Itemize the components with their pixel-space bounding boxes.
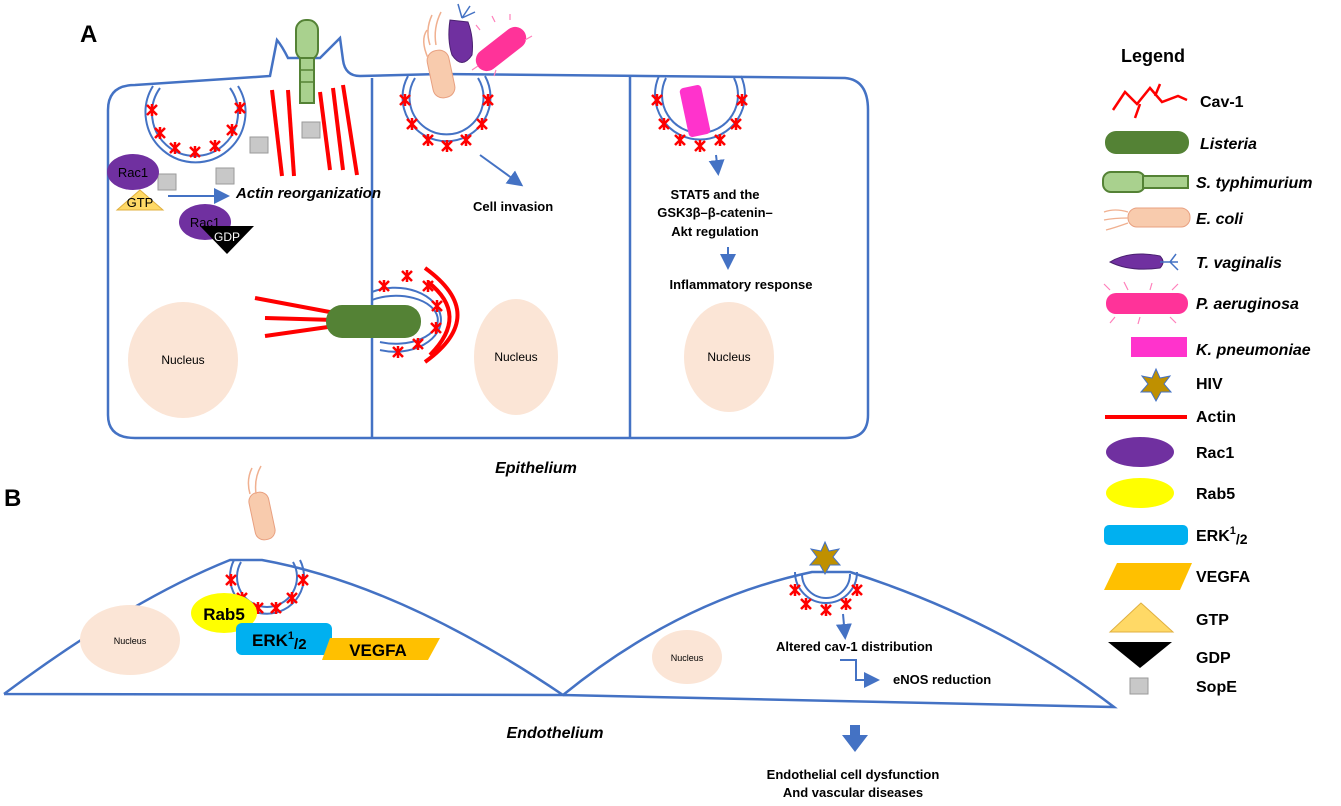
arrow-stat5 bbox=[708, 154, 725, 176]
caveola-endo1 bbox=[224, 559, 310, 616]
nucleus-a1 bbox=[128, 302, 238, 418]
legend-label-gtp: GTP bbox=[1196, 612, 1229, 629]
rab5-label: Rab5 bbox=[203, 605, 245, 624]
dysfunction-line2: And vascular diseases bbox=[783, 785, 923, 800]
endothelium bbox=[3, 558, 1118, 709]
enos-label: eNOS reduction bbox=[893, 672, 991, 687]
legend-tvaginalis-symbol bbox=[1108, 253, 1179, 271]
stat5-line3: Akt regulation bbox=[671, 224, 758, 239]
nucleus-b1-label: Nucleus bbox=[114, 636, 147, 646]
nucleus-a2-label: Nucleus bbox=[494, 350, 537, 364]
legend-label-erk: ERK1/2 bbox=[1196, 525, 1248, 547]
caveola-cell3 bbox=[650, 75, 749, 154]
legend-vegfa-symbol bbox=[1104, 563, 1192, 590]
inflammatory-label: Inflammatory response bbox=[669, 277, 812, 292]
nucleus-b2-label: Nucleus bbox=[671, 653, 704, 663]
salmonella bbox=[295, 19, 319, 104]
legend-label-ecoli: E. coli bbox=[1196, 211, 1244, 228]
dysfunction-line1: Endothelial cell dysfunction bbox=[767, 767, 940, 782]
legend-paeruginosa-symbol bbox=[1103, 281, 1188, 325]
legend-label-listeria: Listeria bbox=[1200, 136, 1257, 153]
t-vaginalis-top bbox=[448, 3, 476, 63]
epithelium bbox=[106, 35, 870, 440]
legend-sope-symbol bbox=[1129, 677, 1149, 695]
p-aeruginosa-top bbox=[471, 14, 533, 77]
vegfa-shape bbox=[322, 638, 440, 660]
erk-shape bbox=[236, 623, 332, 655]
legend-title: Legend bbox=[1121, 46, 1185, 66]
legend-rac1-symbol bbox=[1106, 437, 1174, 467]
stat5-line1: STAT5 and the bbox=[670, 187, 759, 202]
caveola-cell2 bbox=[398, 75, 495, 154]
epithelium-label: Epithelium bbox=[495, 460, 577, 477]
ecoli-endothelium bbox=[247, 465, 276, 541]
rac1-gdp-complex: Rac1 GDP bbox=[179, 204, 254, 254]
epithelium-outline bbox=[106, 35, 870, 440]
erk-label: ERK1/2 bbox=[252, 630, 307, 653]
legend-salmonella-symbol bbox=[1102, 171, 1189, 193]
legend-label-sope: SopE bbox=[1196, 679, 1237, 696]
nucleus-b1 bbox=[80, 605, 180, 675]
legend-label-vegfa: VEGFA bbox=[1196, 569, 1251, 586]
legend-gtp-symbol bbox=[1108, 602, 1175, 633]
legend-label-paeruginosa: P. aeruginosa bbox=[1196, 296, 1299, 313]
rab5-shape bbox=[191, 593, 257, 633]
arrow-cell-invasion bbox=[479, 154, 524, 187]
arrow-altered bbox=[835, 613, 852, 640]
vegfa-label: VEGFA bbox=[349, 641, 407, 660]
legend-label-tvaginalis: T. vaginalis bbox=[1196, 255, 1282, 272]
legend-label-gdp: GDP bbox=[1196, 650, 1231, 667]
legend-label-cav1: Cav-1 bbox=[1200, 94, 1244, 111]
endothelium-label: Endothelium bbox=[507, 725, 604, 742]
legend-hiv-symbol bbox=[1139, 367, 1173, 403]
panel-a-label: A bbox=[80, 21, 97, 48]
gtp-label: GTP bbox=[127, 195, 154, 210]
nucleus-a3 bbox=[684, 302, 774, 412]
endothelium-outline bbox=[3, 558, 1118, 709]
legend-label-rab5: Rab5 bbox=[1196, 486, 1235, 503]
legend-kpneumoniae-symbol bbox=[1131, 337, 1187, 357]
legend-label-salmonella: S. typhimurium bbox=[1196, 175, 1312, 192]
nucleus-a3-label: Nucleus bbox=[707, 350, 750, 364]
legend-cav1-symbol bbox=[1111, 83, 1188, 119]
listeria bbox=[254, 296, 421, 338]
caveola-cell1 bbox=[144, 85, 247, 164]
legend-listeria-symbol bbox=[1105, 131, 1189, 154]
stat5-line2: GSK3β–β-catenin– bbox=[657, 205, 773, 220]
nucleus-a1-label: Nucleus bbox=[161, 353, 204, 367]
actin-bundles-cell1 bbox=[270, 84, 359, 177]
legend: Legend Cav-1 Listeria bbox=[1102, 46, 1312, 696]
legend-erk-symbol bbox=[1104, 525, 1188, 545]
legend-ecoli-symbol bbox=[1103, 207, 1191, 231]
actin-reorganization-label: Actin reorganization bbox=[235, 185, 381, 202]
rac1-gtp-complex: Rac1 GTP bbox=[107, 154, 165, 211]
caveola-endo2 bbox=[788, 571, 864, 618]
legend-label-rac1: Rac1 bbox=[1196, 445, 1234, 462]
sope-effectors bbox=[157, 121, 321, 191]
arrow-dysfunction bbox=[842, 725, 868, 752]
nucleus-a2 bbox=[474, 299, 558, 415]
cell-invasion-label: Cell invasion bbox=[473, 199, 553, 214]
legend-label-kpneumoniae: K. pneumoniae bbox=[1196, 342, 1311, 359]
hiv bbox=[808, 540, 842, 576]
legend-gdp-symbol bbox=[1108, 642, 1172, 668]
panel-b-label: B bbox=[4, 485, 21, 512]
listeria-caveola bbox=[371, 266, 460, 364]
legend-rab5-symbol bbox=[1106, 478, 1174, 508]
altered-distribution-label: Altered cav-1 distribution bbox=[776, 639, 933, 654]
nucleus-b2 bbox=[652, 630, 722, 684]
ecoli-top bbox=[423, 11, 456, 99]
legend-label-actin: Actin bbox=[1196, 409, 1236, 426]
rac1-label-top: Rac1 bbox=[118, 165, 148, 180]
legend-label-hiv: HIV bbox=[1196, 376, 1223, 393]
arrow-enos bbox=[840, 659, 880, 688]
gdp-label: GDP bbox=[214, 230, 240, 244]
